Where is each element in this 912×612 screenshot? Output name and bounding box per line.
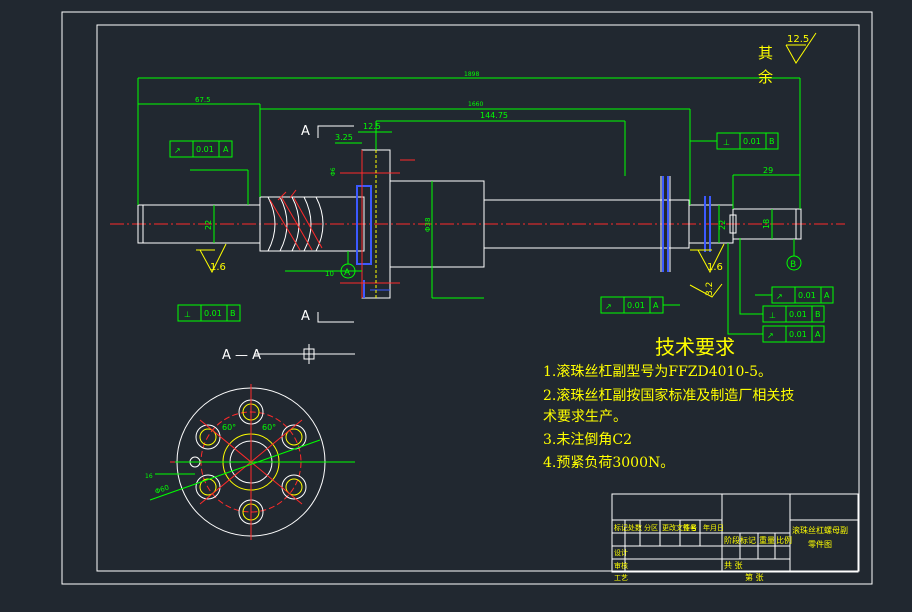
stage-label: 阶段标记 — [724, 535, 756, 545]
dim-12-5: 12.5 — [363, 122, 381, 131]
row-label: 标记 — [614, 523, 628, 532]
weight-label: 重量 — [759, 535, 775, 545]
left-label: 审核 — [614, 561, 628, 570]
tech-req-item: 术要求生产。 — [543, 409, 627, 425]
dim-flange-hole: Φ6 — [330, 167, 337, 176]
dim-1660: 1660 — [468, 101, 483, 108]
dim-10: 10 — [325, 270, 334, 278]
drawing-title-2: 零件图 — [808, 539, 832, 549]
dim-angle-2: 60° — [262, 423, 276, 432]
tech-req-heading: 技术要求 — [655, 335, 735, 359]
dim-144-75: 144.75 — [480, 111, 508, 120]
datum-a-label: A — [344, 268, 351, 278]
tol-value: 0.01 — [627, 301, 645, 310]
row-label: 处数 — [628, 523, 642, 532]
tol-symbol: ⊥ — [769, 311, 776, 320]
dim-angle-1: 60° — [222, 423, 236, 432]
dim-overall: 1898 — [464, 71, 479, 78]
sheet-no: 第 张 — [745, 572, 764, 582]
tol-datum: A — [653, 301, 659, 310]
thread-spiral — [267, 196, 324, 252]
bearing-washers — [662, 176, 711, 272]
dim-67-5: 67.5 — [195, 96, 211, 104]
tol-value: 0.01 — [743, 137, 761, 146]
section-view — [149, 344, 355, 540]
roughness-left: 1.6 — [210, 262, 226, 273]
datum-b-label: B — [790, 260, 796, 270]
section-markers — [317, 125, 354, 323]
dim-dia-center: Φ38 — [424, 218, 432, 232]
dim-dia-18: 18 — [762, 219, 771, 229]
dim-hole-count: 16 — [145, 473, 153, 480]
dim-dia-22-left: 22 — [204, 220, 213, 230]
tol-value: 0.01 — [196, 145, 214, 154]
tol-value: 0.01 — [789, 330, 807, 339]
drawing-title-1: 滚珠丝杠螺母副 — [792, 525, 848, 535]
tech-req-item: 2.滚珠丝杠副按国家标准及制造厂相关技 — [543, 387, 794, 404]
tech-req-item: 3.未注倒角C2 — [543, 432, 632, 448]
tol-datum: B — [230, 309, 236, 318]
rest-label-2: 余 — [758, 68, 773, 86]
tol-datum: B — [815, 310, 821, 319]
row-label: 分区 — [644, 523, 658, 532]
tech-req-item: 4.预紧负荷3000N。 — [543, 455, 674, 471]
section-a-top: A — [301, 124, 310, 139]
tol-symbol: ⊥ — [184, 310, 191, 319]
tech-req-item: 1.滚珠丝杠副型号为FFZD4010-5。 — [543, 363, 772, 380]
sheet-total: 共 张 — [724, 561, 743, 570]
tol-datum: A — [815, 330, 821, 339]
left-label: 工艺 — [614, 574, 628, 582]
tol-symbol: ↗ — [767, 331, 774, 340]
tol-datum: B — [769, 137, 775, 146]
section-a-bottom: A — [301, 309, 310, 324]
roughness-value-top: 12.5 — [787, 34, 809, 45]
tol-symbol: ↗ — [605, 302, 612, 311]
tol-datum: A — [824, 291, 830, 300]
row-label: 签名 — [683, 523, 697, 532]
tol-symbol: ↗ — [174, 146, 181, 155]
row-label: 更改文件号 — [662, 523, 697, 532]
dim-dia-22-right: 22 — [718, 220, 727, 230]
row-label: 年月日 — [703, 523, 724, 532]
tol-datum: A — [223, 145, 229, 154]
section-title: A — A — [222, 348, 261, 363]
roughness-vertical: 3.2 — [705, 282, 715, 296]
title-block — [611, 493, 859, 573]
tol-value: 0.01 — [798, 291, 816, 300]
tol-symbol: ⊥ — [723, 138, 730, 147]
dim-3-25: 3.25 — [335, 133, 353, 142]
tol-symbol: ↗ — [776, 292, 783, 301]
thread-hatch — [269, 189, 323, 251]
tolerance-frames — [169, 132, 834, 343]
rest-label-1: 其 — [758, 44, 773, 62]
scale-label: 比例 — [776, 535, 792, 545]
dim-29: 29 — [763, 166, 773, 175]
left-label: 设计 — [614, 548, 628, 557]
outer-frame — [61, 11, 873, 585]
dimension-lines — [137, 77, 801, 299]
inner-frame — [96, 24, 860, 572]
tol-value: 0.01 — [789, 310, 807, 319]
roughness-right: 1.6 — [707, 262, 723, 273]
screw-shaft — [137, 196, 802, 252]
tol-value: 0.01 — [204, 309, 222, 318]
roughness-symbols — [196, 32, 817, 298]
